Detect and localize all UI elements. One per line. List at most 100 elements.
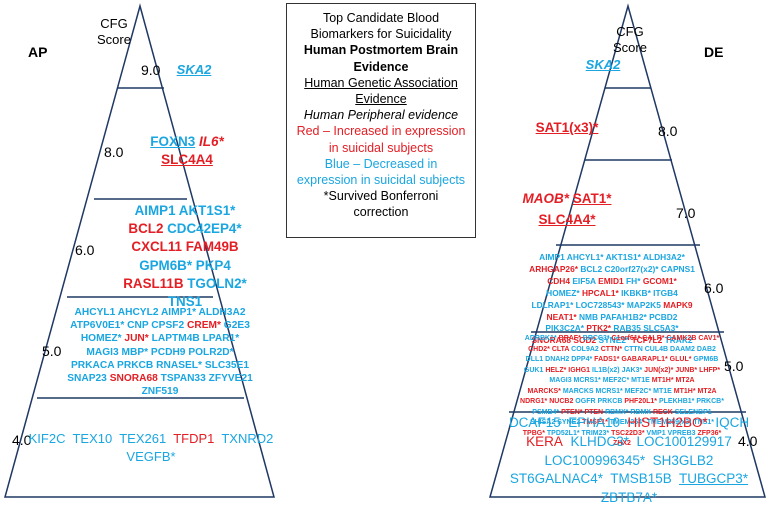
de-gene: ZHX2 (613, 440, 631, 447)
de-gene: PTEN* (561, 408, 583, 416)
de-gene: ST6GALNAC4* (509, 471, 603, 487)
legend-red-2: in suicidal subjects (328, 140, 434, 155)
de-gene: DAB2 (696, 345, 716, 353)
de-gene: TMSB15B (610, 471, 672, 487)
de-gene: PLEKHB1* (658, 398, 695, 405)
de-gene: CHD2* (528, 345, 550, 353)
de-gene-MAOB: MAOB* (522, 191, 569, 206)
de-gene: PIK3C2A* (545, 323, 585, 334)
de-gene: LOC728543* (575, 299, 625, 310)
de-cfg-label-line2: Score (613, 40, 647, 55)
ap-gene: HOMEZ* (80, 333, 122, 345)
de-gene: TSC22D3* (611, 429, 645, 437)
de-gene: CAMK2B (666, 335, 697, 342)
de-gene: NDRG1* (520, 398, 548, 405)
de-gene: MAP2K5 (626, 299, 661, 310)
de-gene: AIMP1 (539, 252, 565, 262)
de-gene: DLL1 (525, 356, 544, 363)
ap-gene: MAGI3 (86, 346, 119, 358)
de-gene: NUCB2 (549, 398, 574, 405)
ap-tier6: AIMP1 AKT1S1* BCL2 CDC42EP4* CXCL11 FAM4… (123, 202, 247, 311)
legend-postmortem-2: Evidence (353, 59, 409, 74)
de-pyramid-outline (489, 3, 766, 498)
de-gene: MT2A (697, 387, 717, 395)
ap-gene: MBP* (121, 346, 149, 358)
de-gene-SKA2: SKA2 (585, 57, 621, 72)
ap-gene: PRKACA (70, 359, 115, 371)
ap-gene-RASL11B: RASL11B (123, 275, 184, 291)
de-score-8: 8.0 (658, 123, 678, 139)
de-gene: CAV1* (698, 335, 720, 342)
de-gene: DPP4* (571, 356, 593, 363)
de-gene: FADS1* (594, 356, 620, 363)
de-gene: GUK1 (523, 366, 544, 374)
de-tier6: AIMP1 AHCYL1* AKT1S1* ALDH3A2* ARHGAP26*… (529, 252, 695, 347)
ap-gene-PKP4: PKP4 (195, 257, 231, 273)
de-gene: IKBKB* (621, 287, 651, 298)
de-gene: PRKCB (597, 398, 623, 405)
de-gene: SHISA2 (529, 419, 556, 426)
de-gene: VMP1 (646, 429, 666, 437)
de-gene: FH* (626, 275, 641, 286)
de-gene: PTK2* (586, 323, 612, 334)
ap-cfg-score-label: CFG Score (94, 16, 134, 48)
ap-gene: LAPTM4B (151, 333, 200, 345)
de-gene: SH3GLB2 (652, 452, 714, 468)
ap-gene-AIMP1: AIMP1 (134, 203, 176, 218)
de-gene: RBMX* (605, 408, 629, 416)
de-gene: HELZ* (545, 366, 567, 374)
ap-gene: ZFYVE21 (208, 373, 253, 385)
de-gene: VPREB3 (667, 429, 696, 437)
de-gene: ITGB4 (653, 287, 678, 298)
de-gene: RAB35 (613, 323, 641, 334)
ap-gene: POLR2D* (188, 346, 234, 358)
de-title: DE (704, 44, 724, 60)
ap-gene-TFDP1: TFDP1 (173, 431, 215, 446)
de-gene: CDH4 (547, 275, 571, 286)
legend-red: Red – Increased in expression (296, 124, 466, 139)
de-gene: EIF5A (572, 275, 596, 286)
de-gene: ZBTB7A* (600, 490, 658, 506)
ap-score-4: 4.0 (12, 432, 32, 448)
ap-gene-CDC42EP4: CDC42EP4* (167, 221, 242, 237)
de-gene: GLUL* (669, 356, 692, 363)
ap-score-6: 6.0 (75, 242, 95, 258)
ap-score-5: 5.0 (42, 343, 62, 359)
ap-cfg-label-line2: Score (97, 32, 131, 47)
de-gene: EMID1 (598, 275, 624, 286)
de-gene: NEAT1* (546, 311, 577, 322)
de-gene: OGFR (575, 398, 596, 405)
ap-gene-CXCL11: CXCL11 (131, 239, 183, 255)
ap-cfg-label-line1: CFG (100, 16, 128, 31)
de-tier7: MAOB* SAT1* SLC4A4* (522, 188, 611, 230)
de-gene-SAT1: SAT1* (572, 191, 612, 206)
de-gene: HPCAL1* (581, 287, 619, 298)
de-gene: MAGI3 (549, 377, 572, 384)
ap-gene: AHCYL1 (74, 307, 116, 318)
de-gene: KERA (526, 433, 563, 449)
de-gene: TMSF1* (582, 419, 608, 426)
de-gene: LHFP* (699, 366, 721, 374)
de-score-4: 4.0 (738, 433, 758, 449)
ap-gene: SNORA68 (109, 373, 158, 385)
de-gene: SYNE2* (598, 335, 630, 346)
de-gene: MT1E (631, 377, 650, 384)
de-gene: RECK (652, 408, 673, 416)
ap-score-9: 9.0 (141, 62, 161, 78)
legend-genetic-2: Evidence (355, 92, 407, 107)
ap-gene-TXNRD2: TXNRD2 (221, 431, 274, 446)
de-tier4: DCAF15 EPHA10 HIST1H2BO* IQCH KERA KLHDC… (509, 414, 749, 508)
de-gene: PRKCB* (696, 398, 724, 405)
ap-gene-BCL2: BCL2 (128, 221, 164, 237)
de-gene: KLHDC3* (570, 433, 629, 449)
de-gene: SELENBP1 (674, 408, 712, 416)
ap-gene-FOXN3: FOXN3 (150, 134, 196, 149)
ap-gene-IL6: IL6* (199, 134, 224, 149)
de-gene: PCBD2 (649, 311, 678, 322)
de-gene: HOMEZ* (546, 287, 580, 298)
ap-gene: SLC35E1 (204, 359, 249, 371)
ap-gene: PCDH9 (150, 346, 186, 358)
de-gene: MT2A (675, 377, 695, 384)
de-gene: CUL4B (644, 345, 669, 353)
